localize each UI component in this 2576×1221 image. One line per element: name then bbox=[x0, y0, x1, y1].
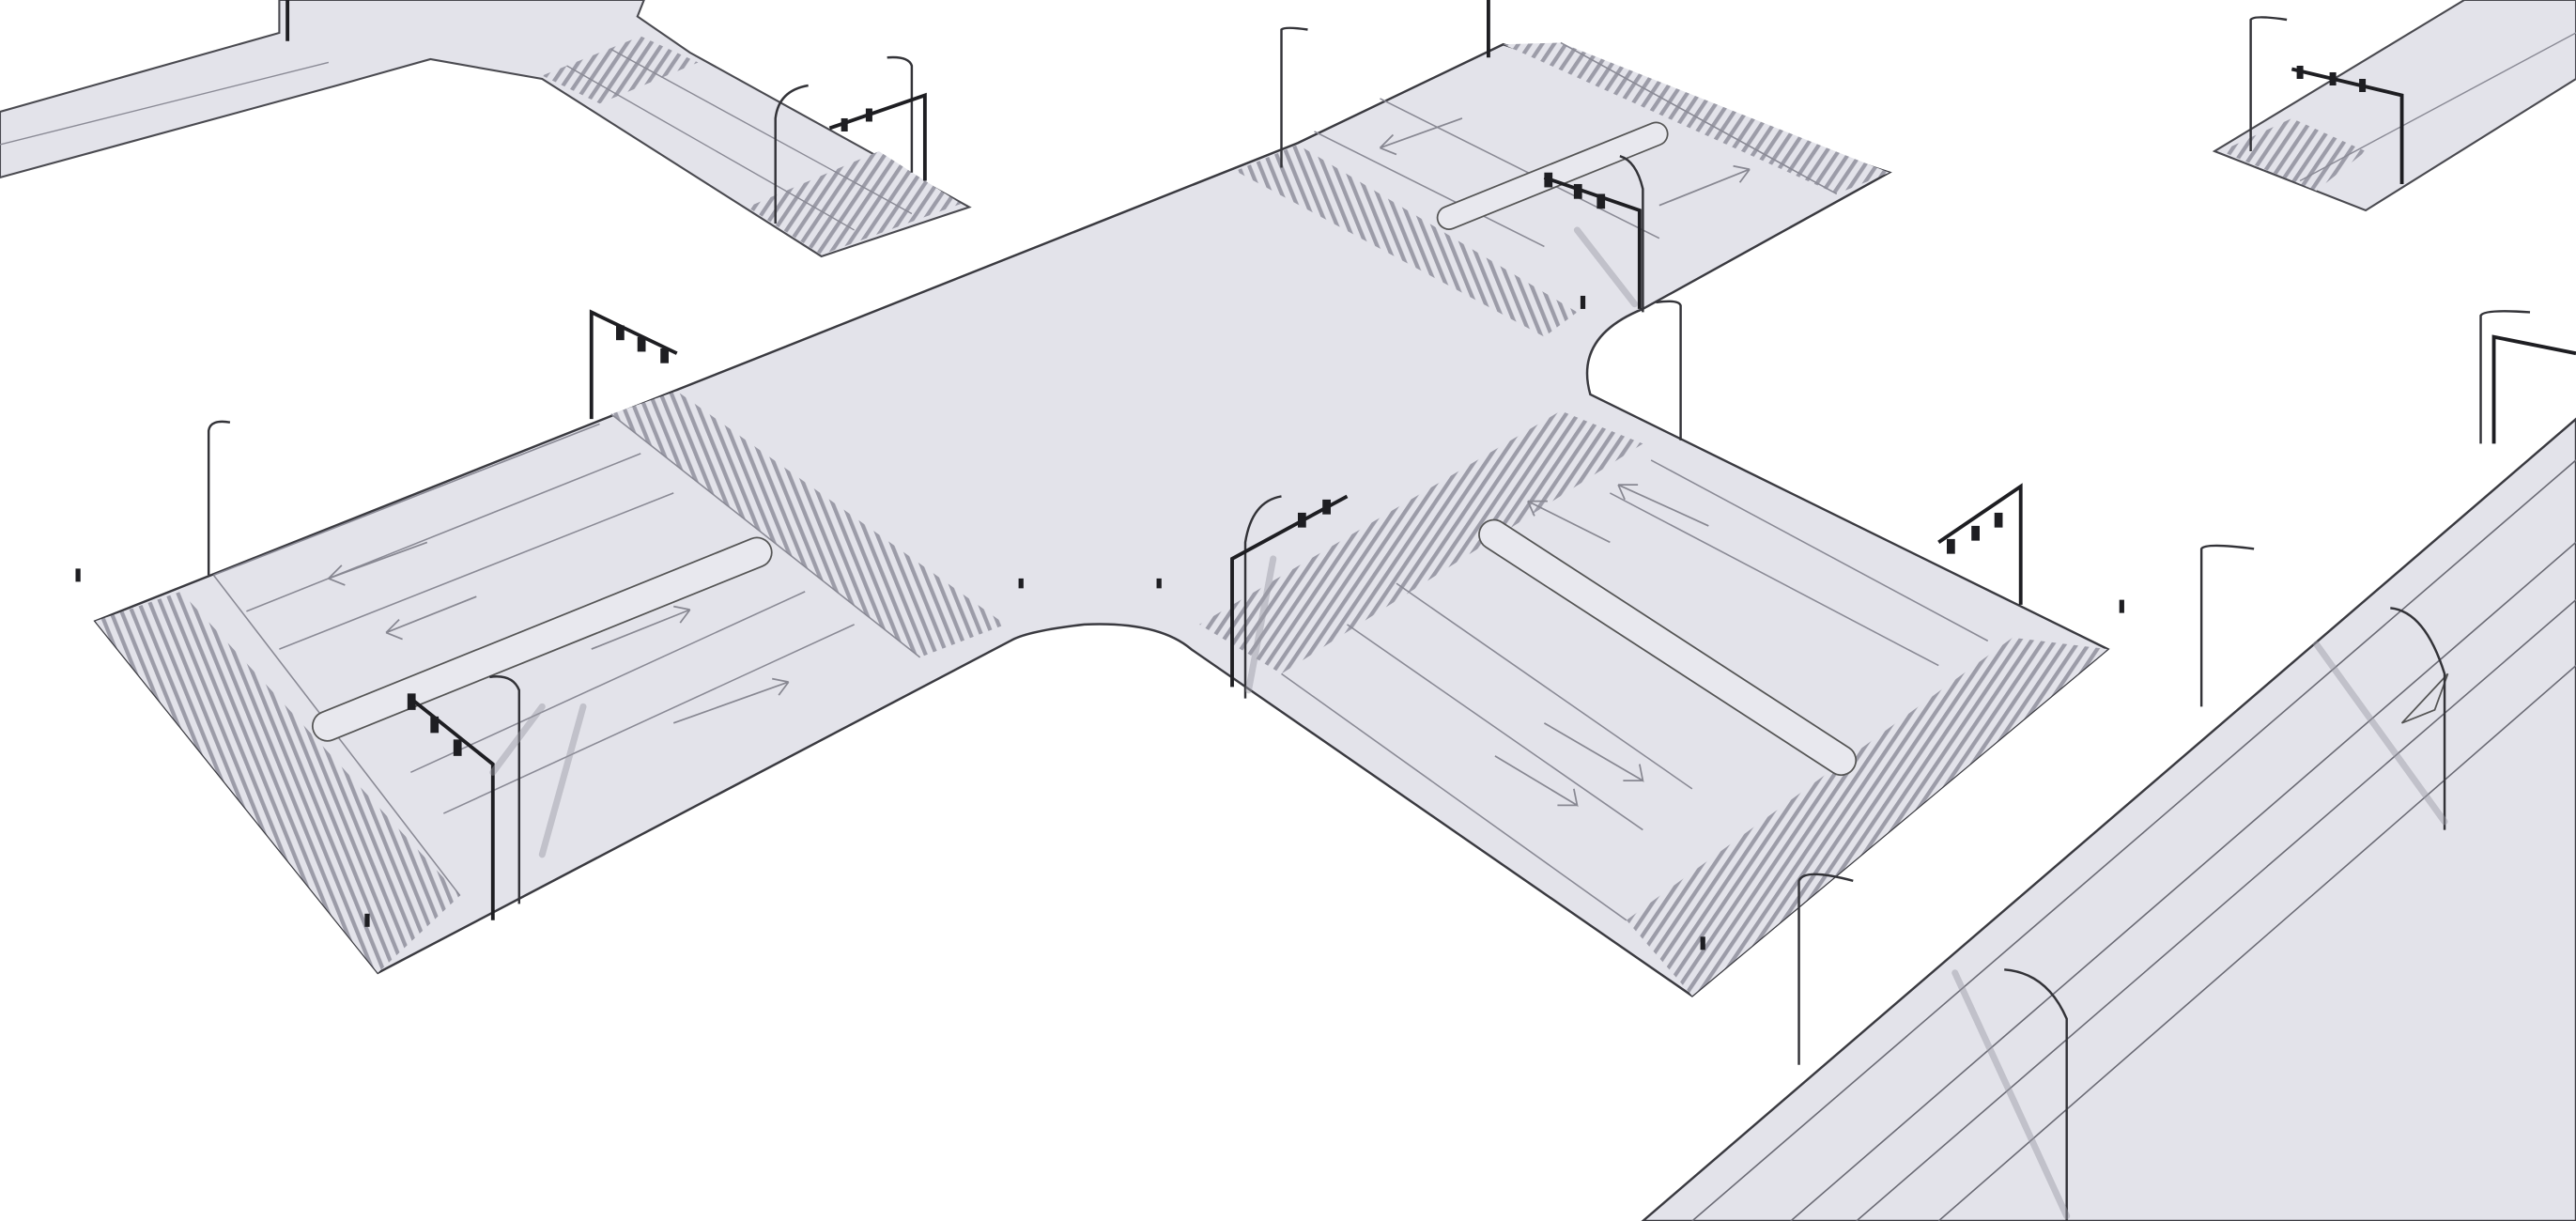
crosswalk-right-inner bbox=[1199, 410, 1643, 674]
lower-right-road bbox=[1641, 417, 2576, 1221]
crosswalk-left-end bbox=[95, 591, 460, 973]
median-island bbox=[311, 536, 773, 742]
crosswalk-right-end bbox=[1626, 637, 2108, 997]
upper-right-road bbox=[2212, 0, 2576, 212]
signal-heads bbox=[75, 65, 2367, 951]
crosswalk bbox=[2221, 117, 2367, 191]
median-island bbox=[1478, 518, 1858, 777]
crosswalk-upper-inner bbox=[1235, 144, 1578, 337]
crosswalk bbox=[542, 36, 699, 104]
crosswalk-upper-end bbox=[1503, 42, 1890, 194]
crosswalk bbox=[747, 150, 962, 255]
upper-left-intersection bbox=[0, 0, 972, 258]
lane-arrows bbox=[328, 117, 1751, 808]
pole-shadows bbox=[489, 226, 2448, 1220]
crosswalk-left-inner bbox=[610, 391, 1006, 657]
street-lamps bbox=[207, 16, 2531, 1221]
t-intersection bbox=[93, 41, 2110, 997]
lane-arrow bbox=[2400, 672, 2449, 724]
